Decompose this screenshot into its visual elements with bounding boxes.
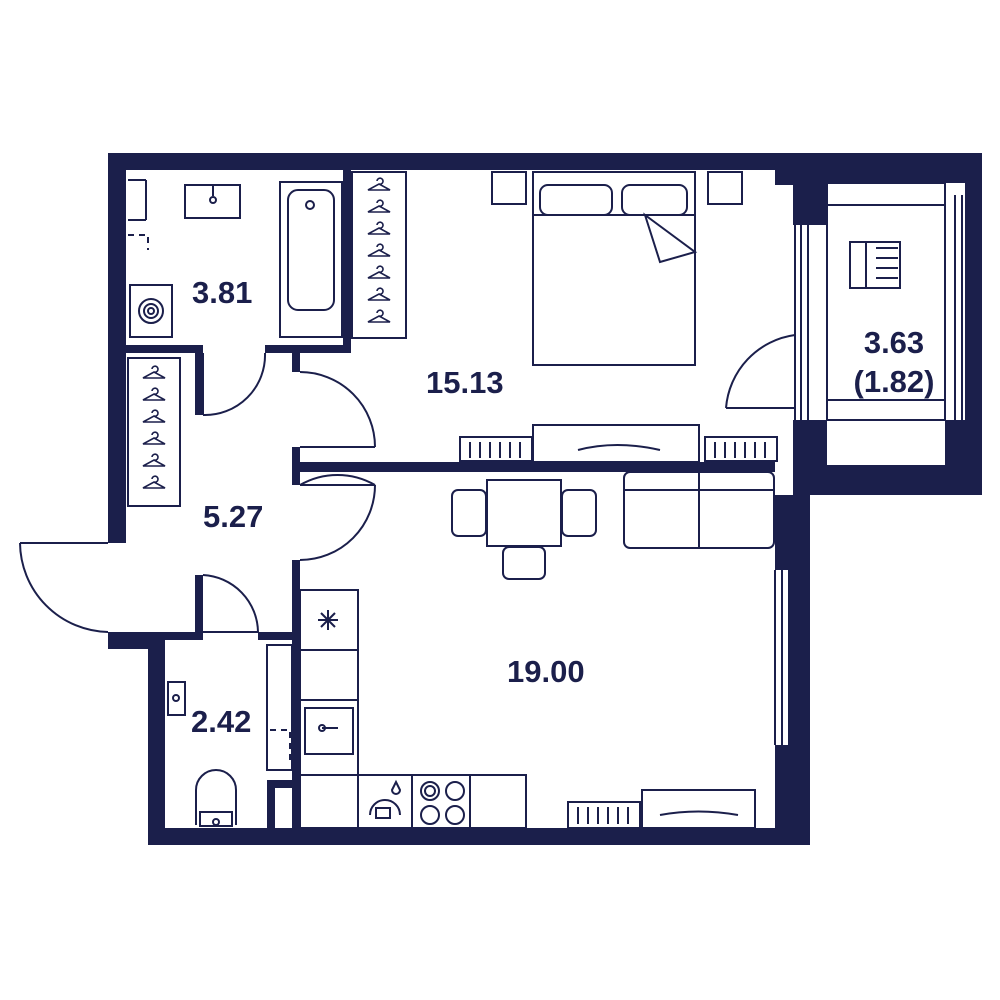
kitchen-counter (299, 589, 527, 829)
balcony-outline (826, 182, 946, 421)
stove-icon (420, 781, 465, 825)
toilet-icon (195, 769, 237, 827)
wardrobe-icon (351, 171, 407, 339)
cabinet-icon (641, 789, 756, 829)
cabinet-outline (128, 234, 149, 250)
dishwasher-icon (369, 779, 402, 819)
fridge-icon (318, 610, 338, 630)
sink-icon (304, 707, 354, 755)
radiator-icon (567, 801, 641, 829)
area-label-bathroom: 3.81 (192, 275, 253, 310)
area-label-living-kitchen: 19.00 (507, 654, 585, 689)
bed-icon (491, 171, 743, 366)
sink-icon (167, 681, 186, 716)
door-icon (19, 542, 109, 633)
washing-machine-icon (129, 284, 173, 338)
door-icon (202, 574, 259, 633)
area-label-balcony: 3.63 (1.82) (843, 324, 945, 402)
balcony-area-reduced: (1.82) (853, 363, 935, 399)
area-label-wc: 2.42 (191, 704, 252, 739)
door-icon (299, 474, 376, 561)
sofa-icon (623, 471, 775, 549)
window-icon (774, 570, 790, 745)
balcony-area: 3.63 (863, 325, 925, 360)
window-icon (794, 195, 963, 420)
dining-table-icon (451, 479, 597, 580)
balcony-chair-icon (849, 241, 901, 289)
cabinet-outline (266, 644, 293, 771)
door-icon (202, 352, 267, 417)
sink-icon (184, 184, 241, 219)
door-icon (128, 179, 147, 221)
desk-icon (532, 424, 700, 463)
bathtub-icon (279, 181, 343, 338)
door-icon (299, 371, 376, 448)
area-label-hall: 5.27 (203, 499, 264, 534)
door-icon (725, 334, 796, 409)
wardrobe-icon (127, 357, 181, 507)
area-label-bedroom: 15.13 (426, 365, 504, 400)
interior-walls (126, 170, 775, 828)
radiator-icon (459, 436, 778, 462)
exterior-walls (108, 153, 982, 845)
